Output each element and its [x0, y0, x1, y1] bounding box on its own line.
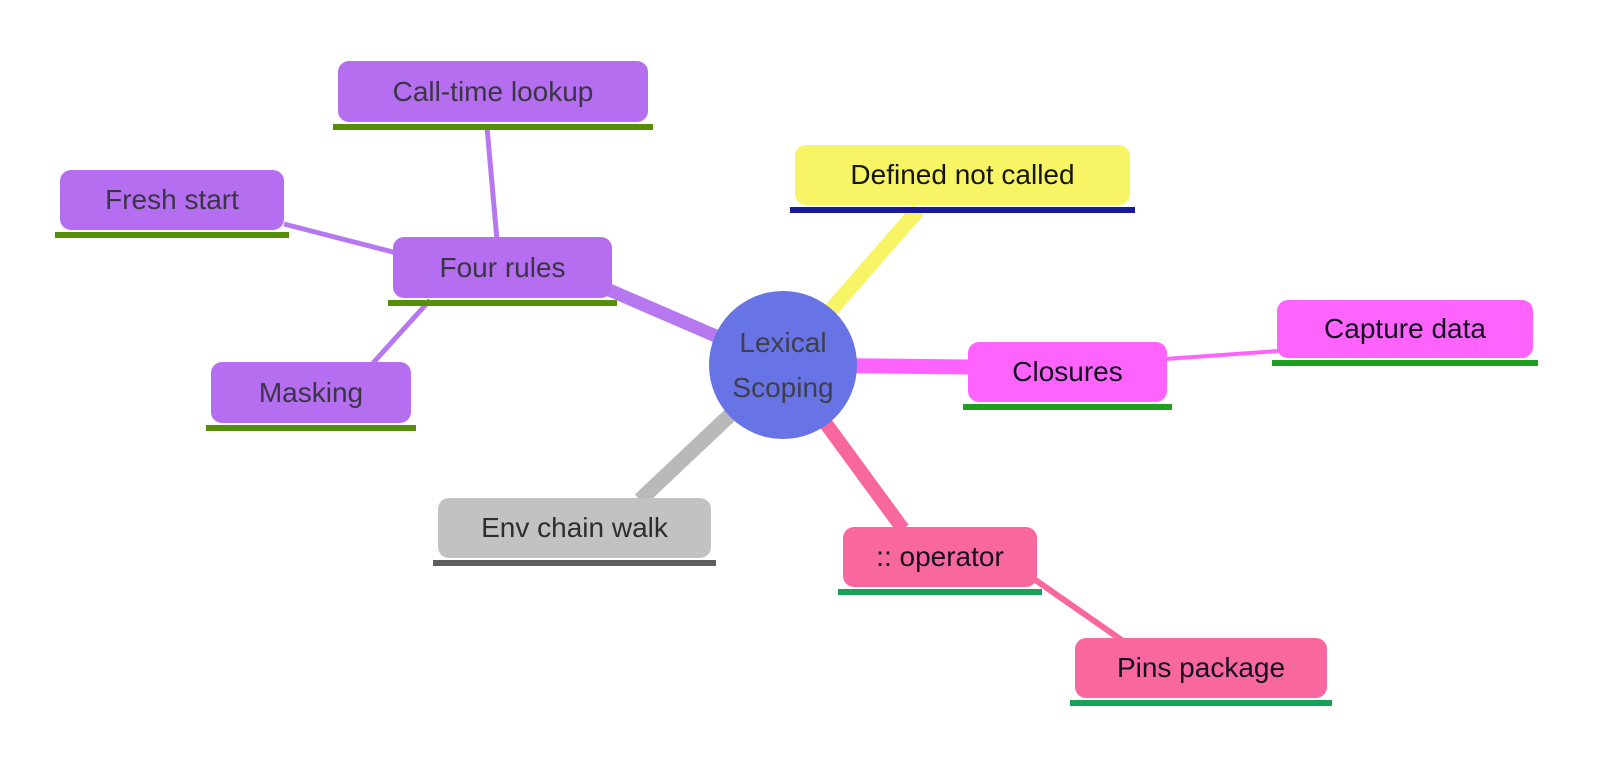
node-pins-package-label: Pins package — [1116, 652, 1286, 683]
node-defined-not-called[interactable]: Defined not called — [790, 145, 1135, 213]
node-central-topic-label: Lexical Scoping — [732, 326, 834, 403]
node-central-topic[interactable]: Lexical Scoping — [709, 291, 857, 439]
edge-closures-capture-data — [1164, 349, 1279, 361]
edge-four-rules-masking — [371, 298, 432, 365]
node-closures-label: Closures — [1012, 356, 1123, 387]
node-env-chain-walk[interactable]: Env chain walk — [433, 498, 716, 566]
node-fresh-start[interactable]: Fresh start — [55, 170, 289, 238]
node-pins-package[interactable]: Pins package — [1070, 638, 1332, 706]
node-call-time-lookup[interactable]: Call-time lookup — [333, 61, 653, 130]
node-closures[interactable]: Closures — [963, 342, 1172, 410]
node-four-rules-label: Four rules — [439, 251, 566, 283]
node-masking-label: Masking — [258, 376, 364, 408]
node-call-time-lookup-label: Call-time lookup — [392, 75, 594, 107]
node-env-chain-walk-label: Env chain walk — [481, 512, 668, 543]
node-double-colon-operator[interactable]: :: operator — [838, 527, 1042, 595]
node-double-colon-operator-label: :: operator — [876, 541, 1004, 572]
node-defined-not-called-label: Defined not called — [850, 159, 1075, 190]
node-capture-data[interactable]: Capture data — [1272, 300, 1538, 366]
node-fresh-start-label: Fresh start — [105, 184, 239, 215]
edge-four-rules-call-time-lookup — [484, 126, 500, 241]
node-four-rules[interactable]: Four rules — [388, 237, 617, 306]
edge-four-rules-fresh-start — [283, 221, 398, 256]
node-capture-data-label: Capture data — [1324, 313, 1486, 344]
node-masking[interactable]: Masking — [206, 362, 416, 431]
edge-operator-pins-package — [1032, 576, 1125, 644]
